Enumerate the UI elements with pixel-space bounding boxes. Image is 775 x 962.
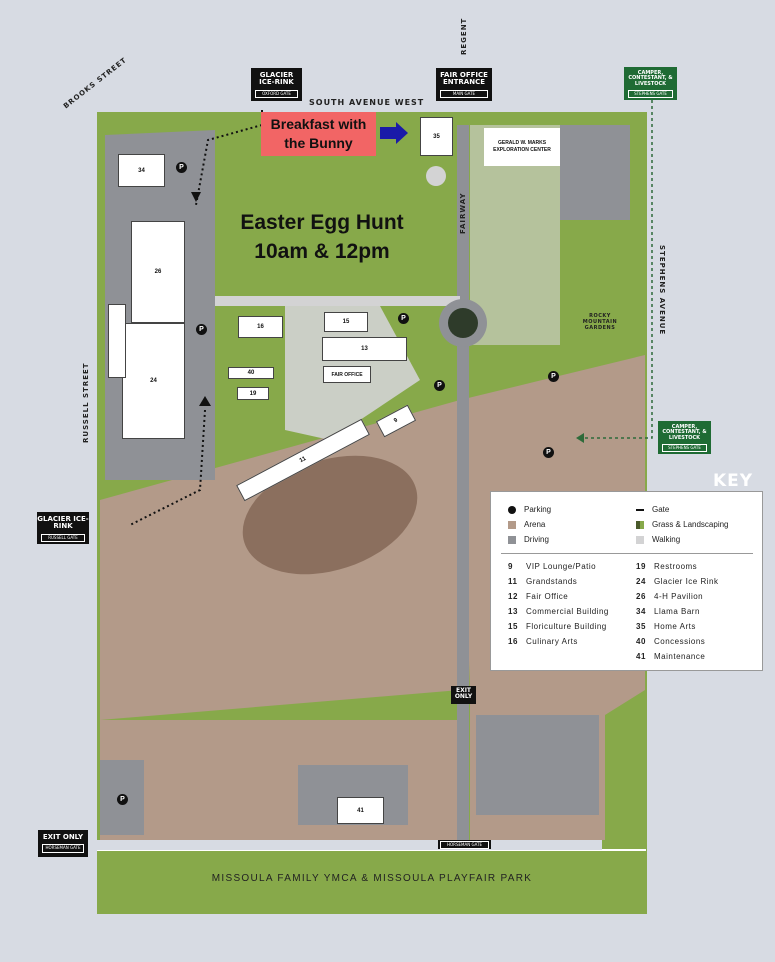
key-label: Gate bbox=[652, 505, 670, 514]
building-16[interactable]: 16 bbox=[238, 316, 283, 338]
gate-title: EXIT ONLY bbox=[42, 833, 84, 841]
hunt-times: 10am & 12pm bbox=[254, 240, 390, 263]
key-label: Walking bbox=[652, 535, 681, 544]
gate-title: FAIR OFFICE ENTRANCE bbox=[440, 71, 488, 87]
fair-office-label: FAIR OFFICE bbox=[331, 371, 363, 378]
key-label: Parking bbox=[524, 505, 552, 514]
building-15[interactable]: 15 bbox=[324, 312, 368, 332]
key-gate: Gate bbox=[636, 505, 669, 514]
building-19[interactable]: 19 bbox=[237, 387, 269, 400]
fair-office-building[interactable]: FAIR OFFICE bbox=[323, 366, 371, 383]
fairway-label: FAIRWAY bbox=[459, 192, 467, 234]
exit-only-gate-center[interactable]: EXIT ONLY bbox=[451, 686, 476, 704]
key-divider bbox=[501, 553, 753, 554]
key-walking: Walking bbox=[636, 535, 680, 544]
ymca-label: MISSOULA FAMILY YMCA & MISSOULA PLAYFAIR… bbox=[211, 873, 533, 884]
parking-marker[interactable]: P bbox=[176, 162, 187, 173]
key-parking: Parking bbox=[508, 505, 551, 514]
gate-subtitle: STEPHENS GATE bbox=[628, 89, 673, 98]
stephens-avenue-label: STEPHENS AVENUE bbox=[658, 245, 666, 336]
horseman-gate-bottom[interactable]: HORSEMAN GATE bbox=[438, 840, 491, 850]
gate-subtitle: HORSEMAN GATE bbox=[440, 841, 489, 850]
building-24-annex bbox=[108, 304, 126, 378]
gate-subtitle: HORSEMAN GATE bbox=[42, 844, 84, 853]
parking-marker[interactable]: P bbox=[196, 324, 207, 335]
key-label: Driving bbox=[524, 535, 549, 544]
key-label: Arena bbox=[524, 520, 546, 529]
key-grass: Grass & Landscaping bbox=[636, 520, 729, 529]
building-34[interactable]: 34 bbox=[118, 154, 165, 187]
glacier-russell-gate[interactable]: GLACIER ICE-RINK RUSSELL GATE bbox=[37, 512, 89, 544]
regent-label: REGENT bbox=[460, 17, 468, 55]
camper-gate-top[interactable]: CAMPER, CONTESTANT, & LIVESTOCK STEPHENS… bbox=[624, 67, 677, 100]
glacier-oxford-gate[interactable]: GLACIER ICE-RINK OXFORD GATE bbox=[251, 68, 302, 101]
building-13[interactable]: 13 bbox=[322, 337, 407, 361]
parking-marker[interactable]: P bbox=[398, 313, 409, 324]
exit-only-gate-left[interactable]: EXIT ONLY HORSEMAN GATE bbox=[38, 830, 88, 857]
gate-title: GLACIER ICE-RINK bbox=[37, 515, 89, 531]
gate-icon bbox=[636, 508, 644, 511]
driving-swatch bbox=[508, 535, 516, 544]
gate-subtitle: RUSSELL GATE bbox=[41, 533, 85, 542]
parking-icon bbox=[508, 505, 516, 514]
parking-marker[interactable]: P bbox=[434, 380, 445, 391]
building-41[interactable]: 41 bbox=[337, 797, 384, 824]
arena-swatch bbox=[508, 520, 516, 529]
key-arena: Arena bbox=[508, 520, 545, 529]
building-35[interactable]: 35 bbox=[420, 117, 453, 156]
key-title: KEY bbox=[713, 471, 754, 491]
walking-swatch bbox=[636, 535, 644, 544]
parking-marker[interactable]: P bbox=[548, 371, 559, 382]
parking-marker[interactable]: P bbox=[543, 447, 554, 458]
camper-gate-right[interactable]: CAMPER, CONTESTANT, & LIVESTOCK STEPHENS… bbox=[658, 421, 711, 454]
key-label: Grass & Landscaping bbox=[652, 520, 729, 529]
gate-title: CAMPER, CONTESTANT, & LIVESTOCK bbox=[628, 70, 673, 87]
parking-marker[interactable]: P bbox=[117, 794, 128, 805]
rocky-mountain-gardens-label: ROCKY MOUNTAIN GARDENS bbox=[582, 313, 618, 331]
easter-egg-hunt-label: Easter Egg Hunt 10am & 12pm bbox=[228, 208, 416, 266]
hunt-title: Easter Egg Hunt bbox=[240, 211, 404, 234]
south-avenue-label: SOUTH AVENUE WEST bbox=[309, 98, 425, 107]
marks-center-label: GERALD W. MARKS EXPLORATION CENTER bbox=[493, 140, 551, 153]
gate-title: EXIT ONLY bbox=[454, 687, 473, 701]
building-40[interactable]: 40 bbox=[228, 367, 274, 379]
key-driving: Driving bbox=[508, 535, 549, 544]
building-24[interactable]: 24 bbox=[122, 323, 185, 439]
fair-office-gate[interactable]: FAIR OFFICE ENTRANCE MAIN GATE bbox=[436, 68, 492, 101]
gate-title: GLACIER ICE-RINK bbox=[259, 71, 294, 87]
breakfast-callout: Breakfast with the Bunny bbox=[261, 112, 376, 156]
marks-exploration-center[interactable]: GERALD W. MARKS EXPLORATION CENTER bbox=[484, 128, 560, 166]
grass-swatch bbox=[636, 520, 644, 529]
gate-subtitle: STEPHENS GATE bbox=[662, 443, 707, 452]
building-26[interactable]: 26 bbox=[131, 221, 185, 323]
russell-street-label: RUSSELL STREET bbox=[82, 362, 90, 443]
gate-subtitle: MAIN GATE bbox=[440, 89, 488, 98]
map-key: Parking Gate Arena Grass & Landscaping D… bbox=[490, 491, 763, 671]
gate-title: CAMPER, CONTESTANT, & LIVESTOCK bbox=[662, 424, 707, 441]
gate-subtitle: OXFORD GATE bbox=[255, 89, 298, 98]
